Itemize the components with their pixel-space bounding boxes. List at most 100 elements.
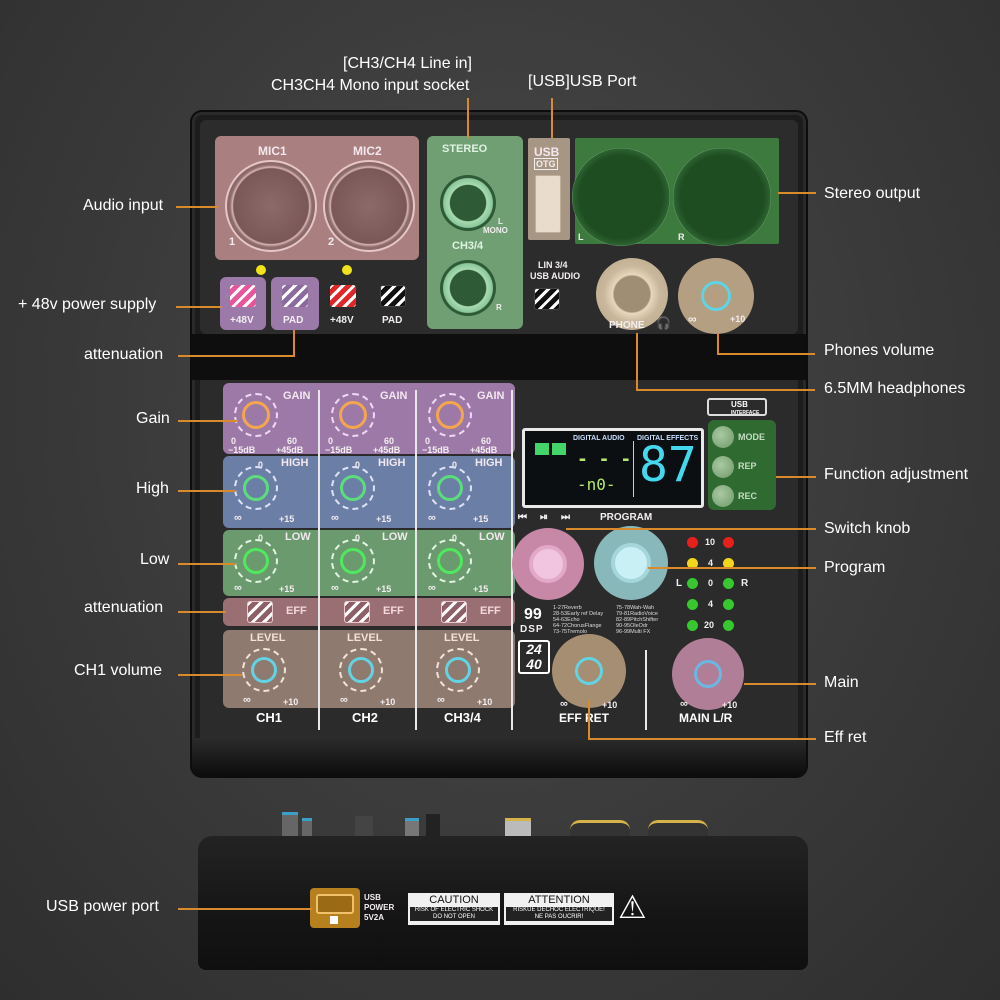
level-min: ∞: [243, 694, 251, 706]
effect-range: 90-95OleOdr: [616, 623, 648, 629]
ch34-eff-switch[interactable]: [441, 601, 467, 623]
callout-audio-input: Audio input: [83, 197, 164, 214]
callout-line: [178, 611, 226, 613]
ch1-low-knob[interactable]: [234, 539, 278, 583]
level-min: ∞: [437, 694, 445, 706]
main-lr-label: MAIN L/R: [679, 711, 733, 725]
callout-line: [778, 192, 816, 194]
ch34-gain-knob[interactable]: [428, 393, 472, 437]
callout-usb-port: [USB]USB Port: [528, 73, 637, 90]
gain-label: GAIN: [380, 390, 408, 402]
usb-power-port[interactable]: [310, 888, 360, 928]
lin-usb-switch[interactable]: [534, 288, 560, 310]
headphone-jack[interactable]: [596, 258, 668, 330]
attention-sub2: NE PAS OUCRIR!: [506, 914, 612, 921]
prev-track-icon[interactable]: ⏮: [518, 512, 527, 523]
line-l-mono-jack[interactable]: [440, 175, 496, 231]
gain-min-db: −15dB: [228, 445, 256, 455]
phones-max: +10: [730, 314, 746, 324]
eff-label: EFF: [383, 605, 404, 617]
effect-range: 75-78Wah-Wah: [616, 605, 655, 611]
ch34-level-knob[interactable]: [436, 648, 480, 692]
attention-title: ATTENTION: [528, 894, 590, 906]
ch2-eff-switch[interactable]: [344, 601, 370, 623]
gain-max: 60: [287, 436, 298, 446]
effect-range: 96-99Multi FX: [616, 629, 651, 635]
eff-ret-label: EFF RET: [559, 711, 609, 725]
meter-label: 20: [704, 620, 715, 630]
ch2-low-knob[interactable]: [331, 539, 375, 583]
level-label: LEVEL: [250, 632, 286, 644]
low-zero: 0: [355, 533, 361, 543]
phones-volume-knob[interactable]: [678, 258, 754, 334]
pad1-switch[interactable]: [282, 285, 308, 307]
callout-line: [178, 674, 242, 676]
effect-range: 82-89PitchShifter: [616, 617, 659, 623]
phantom1-led: [256, 265, 266, 275]
effect-range: 79-81RadioVoice: [616, 611, 658, 617]
meter-r-label: R: [741, 578, 749, 589]
callout-line: [176, 306, 222, 308]
ch2-high-knob[interactable]: [331, 466, 375, 510]
phantom1-switch[interactable]: [230, 285, 256, 307]
play-pause-icon[interactable]: ⏯: [540, 512, 548, 523]
rep-button[interactable]: [712, 456, 734, 478]
digital-audio-status: -n0-: [577, 475, 616, 494]
mic2-label: MIC2: [353, 144, 382, 158]
otg-label: OTG: [534, 158, 558, 170]
switch-knob[interactable]: [512, 528, 584, 600]
mixer-side-view: [198, 836, 808, 970]
high-max: +15: [279, 514, 295, 524]
ch1-gain-knob[interactable]: [234, 393, 278, 437]
level-label: LEVEL: [444, 632, 480, 644]
program-knob[interactable]: [594, 526, 668, 600]
ch1-level-knob[interactable]: [242, 648, 286, 692]
effect-range: 64-72ChorusFlange: [553, 623, 602, 629]
line-r-label: R: [496, 303, 502, 312]
warning-icon: ⚠: [618, 889, 647, 925]
ch34-high-knob[interactable]: [428, 466, 472, 510]
ch1-high-knob[interactable]: [234, 466, 278, 510]
master-divider: [645, 650, 647, 730]
main-lr-knob[interactable]: [672, 638, 744, 710]
phantom2-label: +48V: [330, 315, 354, 326]
effect-range: 1-27Reverb: [553, 605, 582, 611]
eff-label: EFF: [286, 605, 307, 617]
mic1-combo-jack[interactable]: [225, 160, 317, 252]
channel-name: CH2: [352, 710, 379, 725]
main-max: +10: [722, 700, 738, 710]
meter-led-r: [723, 537, 734, 548]
mode-button[interactable]: [712, 426, 734, 448]
ch1-eff-switch[interactable]: [247, 601, 273, 623]
callout-low: Low: [140, 551, 170, 568]
low-label: LOW: [382, 531, 408, 543]
out-r-label: R: [678, 232, 685, 242]
meter-led-l: [687, 578, 698, 589]
high-label: HIGH: [281, 457, 309, 469]
pad1-label: PAD: [283, 315, 304, 326]
line-r-jack[interactable]: [440, 260, 496, 316]
ch2-level-knob[interactable]: [339, 648, 383, 692]
rec-button[interactable]: [712, 485, 734, 507]
xlr-out-left[interactable]: [572, 148, 670, 246]
usb-label: USB: [534, 145, 560, 159]
lcd-display: DIGITAL AUDIO DIGITAL EFFECTS - - - -n0-…: [522, 428, 704, 508]
usb-logo-bottom: INTERFACE: [731, 410, 760, 416]
mic2-combo-jack[interactable]: [323, 160, 415, 252]
phantom2-switch[interactable]: [330, 285, 356, 307]
meter-label: 4: [708, 599, 714, 609]
caution-label: CAUTION RISK OF ELECTRIC SHOCK DO NOT OP…: [408, 893, 500, 925]
ch34-low-knob[interactable]: [428, 539, 472, 583]
usb-otg-port[interactable]: [535, 175, 561, 233]
eff-ret-knob[interactable]: [552, 634, 626, 708]
meter-led-r: [723, 620, 734, 631]
usb-power-port-icon: [330, 916, 338, 924]
ch34-label: CH3/4: [452, 240, 484, 252]
digital-audio-label: DIGITAL AUDIO: [573, 435, 625, 442]
pad2-switch[interactable]: [380, 285, 406, 307]
ch2-gain-knob[interactable]: [331, 393, 375, 437]
level-min: ∞: [340, 694, 348, 706]
meter-label: 0: [708, 578, 714, 588]
xlr-out-right[interactable]: [673, 148, 771, 246]
next-track-icon[interactable]: ⏭: [561, 512, 570, 523]
